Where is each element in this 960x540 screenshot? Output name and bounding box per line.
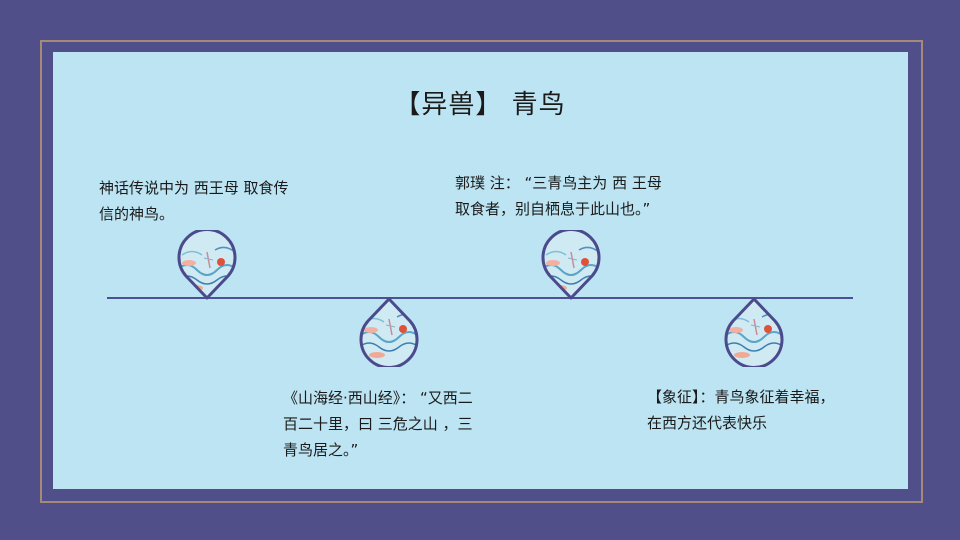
timeline-item-4-text: 【象征】：青鸟象征着幸福， 在西方还代表快乐 [647,384,835,436]
slide-title: 【异兽】 青鸟 [394,90,566,120]
timeline-item-3-text: 郭璞 注： “三青鸟主为 西 王母 取食者，别自栖息于此山也。” [455,170,662,222]
teardrop-pin-icon [541,230,601,300]
text-line: 【象征】：青鸟象征着幸福， [647,388,835,406]
text-line: 在西方还代表快乐 [647,414,768,432]
teardrop-pin-icon [177,230,237,300]
text-line: 信的神鸟。 [99,205,175,223]
timeline-item-2-text: 《山海经·西山经》： “又西二 百二十里，曰 三危之山 ，三 青鸟居之。” [283,385,473,463]
teardrop-pin-icon [359,297,419,367]
decorative-frame [40,40,923,503]
timeline-item-1-text: 神话传说中为 西王母 取食传 信的神鸟。 [99,175,289,227]
text-line: 郭璞 注： “三青鸟主为 西 王母 [455,174,662,192]
text-line: 《山海经·西山经》： “又西二 [283,389,473,407]
text-line: 取食者，别自栖息于此山也。” [455,200,651,218]
text-line: 神话传说中为 西王母 取食传 [99,179,289,197]
text-line: 青鸟居之。” [283,441,359,459]
timeline-line [107,297,853,299]
text-line: 百二十里，曰 三危之山 ，三 [283,415,473,433]
teardrop-pin-icon [724,297,784,367]
